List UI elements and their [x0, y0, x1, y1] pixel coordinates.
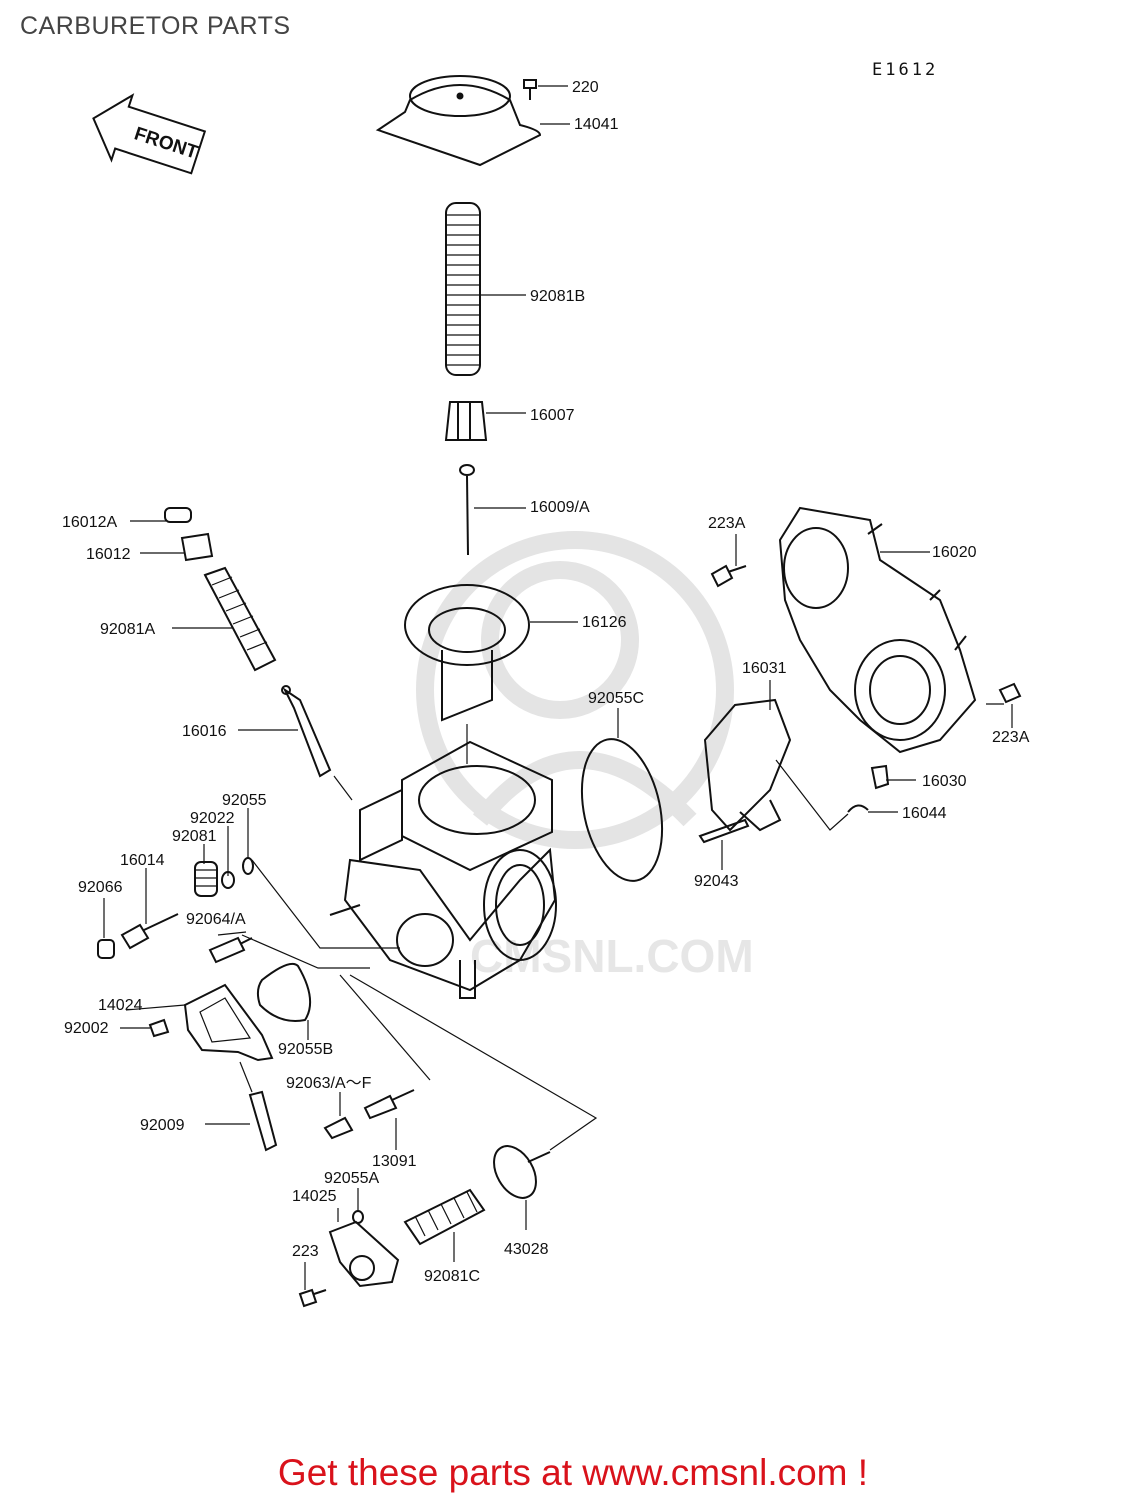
leader-lines	[103, 85, 1013, 1290]
part-label: 43028	[504, 1241, 549, 1258]
pin-92043[interactable]	[698, 818, 750, 844]
part-label: 223A	[992, 729, 1030, 746]
part-label: 16044	[902, 805, 947, 822]
screw-92002[interactable]	[148, 1018, 170, 1038]
part-label: 92066	[78, 879, 123, 896]
part-label: 13091	[372, 1153, 417, 1170]
diaphragm-43028[interactable]	[485, 1139, 551, 1205]
part-label: 223	[292, 1243, 319, 1260]
part-label: 92055A	[324, 1170, 379, 1187]
part-label: 92055	[222, 792, 267, 809]
part-label: 92081A	[100, 621, 155, 638]
part-label: 16031	[742, 660, 787, 677]
front-arrow: FRONT	[92, 93, 207, 175]
part-label: 220	[572, 79, 599, 96]
part-label: 16014	[120, 852, 165, 869]
top-cover-14041[interactable]	[375, 75, 542, 167]
screw-223[interactable]	[298, 1288, 327, 1308]
plunger-16016[interactable]	[281, 685, 332, 778]
part-label: 223A	[708, 515, 746, 532]
part-label: 16030	[922, 773, 967, 790]
o-ring-92055A[interactable]	[352, 1210, 364, 1224]
part-label: 92055C	[588, 690, 644, 707]
screw-220[interactable]	[523, 79, 537, 100]
part-label: 92009	[140, 1117, 185, 1134]
nut-16012[interactable]	[180, 532, 214, 562]
part-label: 92022	[190, 810, 235, 827]
get-parts-link[interactable]: Get these parts at www.cmsnl.com !	[277, 1452, 869, 1493]
part-label: 16007	[530, 407, 575, 424]
part-label: 92043	[694, 873, 739, 890]
page-title: CARBURETOR PARTS	[20, 12, 291, 40]
part-label: 92081	[172, 828, 217, 845]
screw-223A-left[interactable]	[710, 564, 747, 588]
parts-diagram: CMSNL.COM FRONT	[62, 75, 1030, 1308]
spring-92081A[interactable]	[203, 566, 277, 672]
watermark-text: CMSNL.COM	[470, 930, 754, 982]
spring-92081C[interactable]	[403, 1188, 486, 1246]
screw-16014[interactable]	[120, 913, 179, 950]
screw-223A-right[interactable]	[998, 682, 1022, 704]
part-label: 16012	[86, 546, 131, 563]
cover-14025[interactable]	[328, 1220, 400, 1288]
part-label: 16012A	[62, 514, 117, 531]
part-label: 16020	[932, 544, 977, 561]
part-labels: 220 14041 92081B 16007 16009/A 16012A 16…	[62, 79, 1030, 1285]
part-label: 92081C	[424, 1268, 480, 1285]
part-label: 92055B	[278, 1041, 333, 1058]
screw-92009[interactable]	[248, 1090, 278, 1152]
clip-16007[interactable]	[444, 401, 488, 441]
part-label: 16016	[182, 723, 227, 740]
pin-16044[interactable]	[847, 804, 869, 813]
cap-92066[interactable]	[97, 939, 115, 959]
part-label: 92063/A～F	[286, 1075, 372, 1092]
jet-needle-16009[interactable]	[459, 464, 475, 556]
diaphragm-16126[interactable]	[404, 584, 530, 722]
part-label: 92064/A	[186, 911, 246, 928]
spring-92081B[interactable]	[445, 202, 481, 376]
jet-92063[interactable]	[323, 1116, 354, 1140]
diagram-code: E1612	[872, 60, 939, 80]
o-ring-92055B[interactable]	[256, 962, 312, 1022]
cover-16020[interactable]	[778, 506, 977, 754]
o-ring-92055C[interactable]	[570, 732, 674, 889]
cover-14024[interactable]	[183, 983, 274, 1062]
part-label: 92002	[64, 1020, 109, 1037]
valve-16030[interactable]	[870, 764, 890, 790]
part-label: 92081B	[530, 288, 585, 305]
part-label: 14041	[574, 116, 619, 133]
part-label: 14025	[292, 1188, 337, 1205]
o-ring-92055[interactable]	[242, 857, 254, 875]
cap-16012A[interactable]	[164, 507, 192, 523]
spring-92081[interactable]	[194, 861, 218, 897]
jet-92064[interactable]	[208, 936, 253, 964]
watermark: CMSNL.COM	[416, 531, 754, 982]
part-label: 16126	[582, 614, 627, 631]
carburetor-body[interactable]	[329, 740, 557, 999]
jet-13091[interactable]	[363, 1089, 415, 1120]
part-label: 14024	[98, 997, 143, 1014]
part-label: 16009/A	[530, 499, 590, 516]
